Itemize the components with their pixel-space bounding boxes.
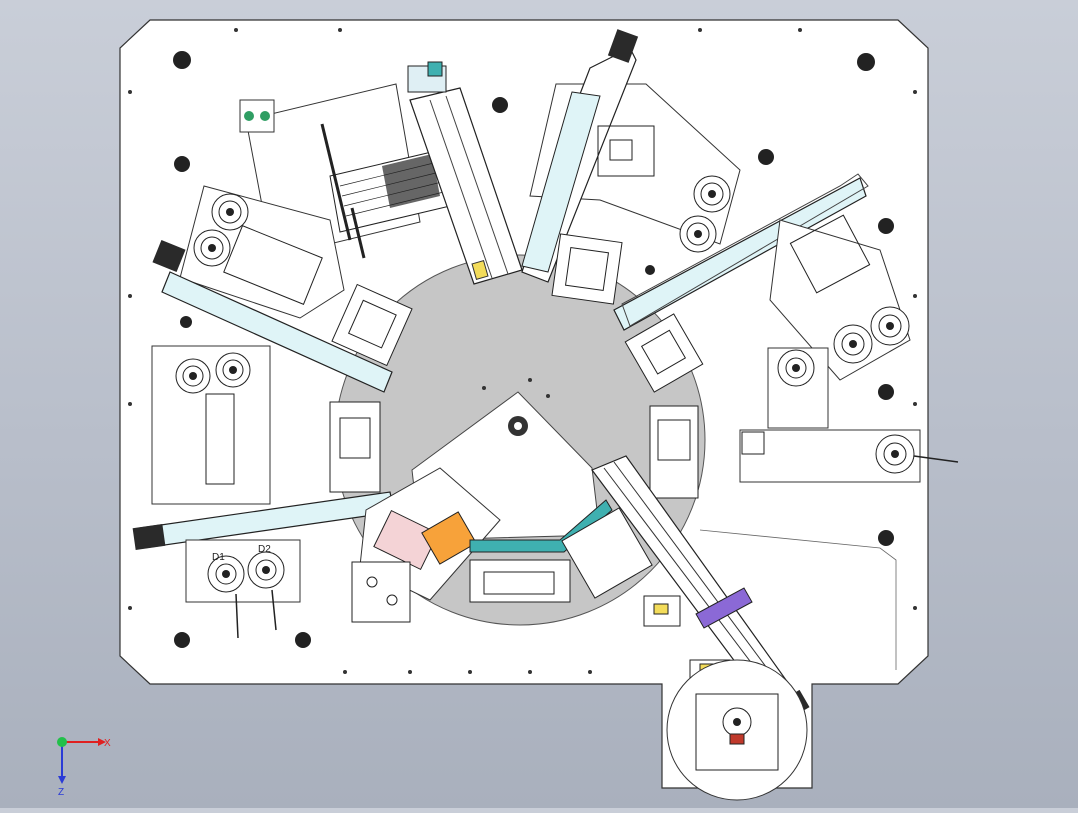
station-bottom-left[interactable] (351, 467, 613, 623)
station-right-upper[interactable] (613, 173, 911, 393)
label-d2: D2 (258, 544, 271, 555)
station-left-upper[interactable] (152, 185, 413, 393)
station-left-lower[interactable]: D1 D2 (132, 345, 395, 639)
side-module[interactable] (666, 659, 808, 801)
station-bottom-right-arm[interactable] (561, 455, 810, 723)
x-axis-label: X (104, 738, 111, 749)
origin-marker (57, 737, 67, 747)
orange-block (421, 511, 477, 565)
z-axis-label: Z (58, 787, 64, 798)
green-button[interactable] (244, 111, 254, 121)
purple-clamp (695, 587, 753, 629)
mounting-holes (173, 51, 894, 648)
center-hub-hole (514, 422, 522, 430)
side-plate-outline (699, 529, 897, 670)
axis-triad: X Z (57, 737, 111, 798)
small-holes (128, 28, 917, 674)
label-d1: D1 (212, 552, 225, 563)
station-right-middle[interactable] (649, 347, 959, 499)
station-top-center[interactable] (521, 29, 741, 305)
green-button-2[interactable] (260, 111, 270, 121)
